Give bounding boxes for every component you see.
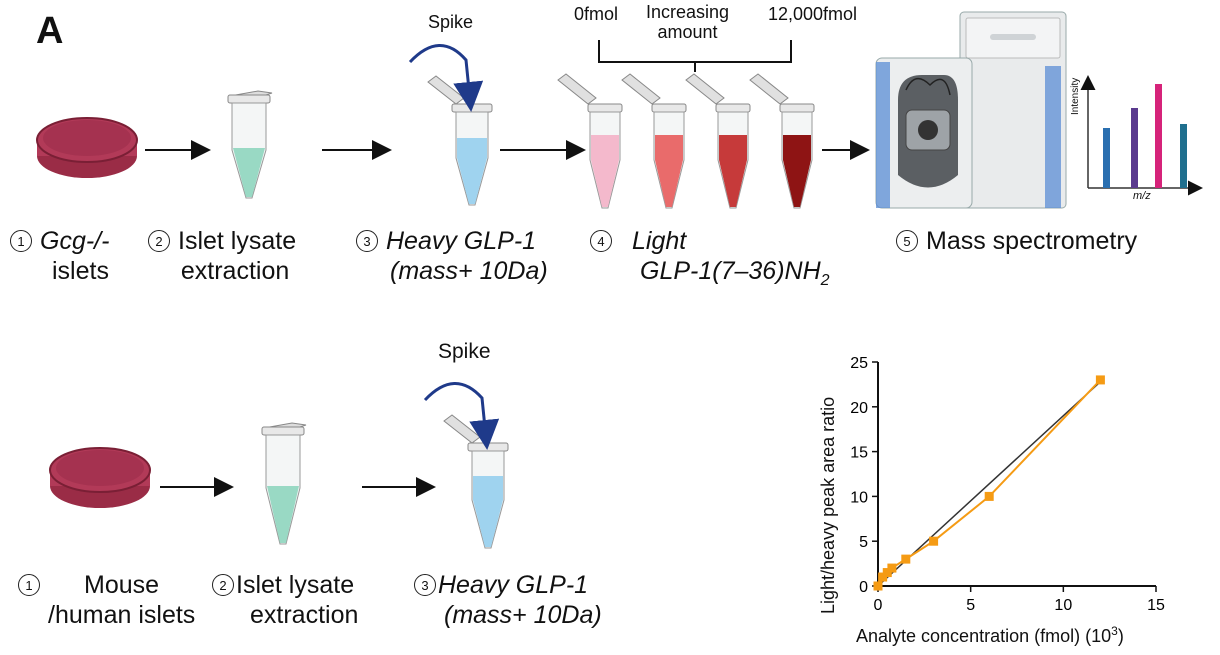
range-mid-label: Increasing amount	[646, 2, 730, 42]
spectrum-bar	[1180, 124, 1187, 188]
step-title: Light	[632, 227, 687, 255]
step-number: 4	[590, 230, 612, 252]
range-high-label: 12,000fmol	[768, 4, 858, 24]
data-point	[1095, 375, 1105, 385]
spike-arrow-bottom	[423, 382, 500, 450]
x-tick-label: 10	[1054, 597, 1072, 614]
fit-line	[877, 381, 1101, 587]
tube-light-1	[557, 73, 623, 209]
step-1-bottom: 1 Mouse /human islets	[18, 570, 195, 630]
spike-arrow-top	[408, 44, 484, 112]
step-title: Gcg-/-	[40, 227, 110, 255]
step-number: 5	[896, 230, 918, 252]
step-subtitle: GLP-1(7–36)NH	[640, 257, 821, 285]
chart-xlabel-sup: 3	[1111, 624, 1118, 638]
step-title: Mouse	[84, 571, 160, 599]
step-subtitle: /human islets	[48, 601, 196, 629]
data-point	[882, 568, 892, 578]
spectrum-xlabel: m/z	[1133, 190, 1151, 202]
y-tick-label: 0	[859, 579, 868, 596]
range-low-label: 0fmol	[574, 4, 619, 24]
spectrum-ylabel: Intensity	[1070, 77, 1081, 115]
step-subscript: 2	[820, 272, 830, 289]
petri-dish-bottom	[49, 447, 151, 508]
step-4-top: 4 Light GLP-1(7–36)NH2	[590, 226, 830, 296]
data-point	[901, 554, 911, 564]
mini-spectrum	[1080, 75, 1203, 196]
x-tick-label: 5	[966, 597, 975, 614]
spectrum-bar	[1103, 128, 1110, 188]
step-subtitle: extraction	[250, 601, 359, 629]
data-point	[887, 563, 897, 573]
y-tick-label: 5	[859, 534, 868, 551]
step-title: Heavy GLP-1	[386, 227, 537, 255]
tube-light-2	[621, 73, 687, 209]
y-tick-label: 10	[850, 489, 868, 506]
chart-xlabel-text: Analyte concentration (fmol) (10	[856, 626, 1112, 646]
data-point	[873, 581, 883, 591]
step-subtitle: (mass+ 10Da)	[390, 257, 548, 285]
step-number: 3	[356, 230, 378, 252]
chart-xlabel: Analyte concentration (fmol) (103)	[856, 624, 1124, 647]
step-number: 3	[414, 574, 436, 596]
step-number: 1	[10, 230, 32, 252]
y-tick-label: 15	[850, 445, 868, 462]
tube-light-3	[685, 73, 751, 209]
spike-label-top: Spike	[428, 12, 474, 32]
step-5-top: 5 Mass spectrometry	[896, 226, 1137, 256]
amount-bracket	[598, 40, 792, 72]
tube-green-top	[227, 90, 273, 199]
chart-ylabel: Light/heavy peak area ratio	[818, 396, 838, 614]
chart-xlabel-end: )	[1117, 626, 1124, 646]
step-subtitle: extraction	[180, 257, 290, 285]
x-tick-label: 15	[1147, 597, 1165, 614]
step-2-top: 2 Islet lysate extraction	[148, 226, 296, 286]
tube-green-bottom	[261, 422, 307, 545]
x-tick-label: 0	[874, 597, 883, 614]
data-point	[878, 572, 888, 582]
spectrum-bar	[1155, 84, 1162, 188]
spike-label-bottom: Spike	[438, 340, 491, 363]
step-title: Mass spectrometry	[926, 227, 1138, 255]
petri-dish-top	[36, 117, 138, 178]
step-number: 2	[212, 574, 234, 596]
step-subtitle: (mass+ 10Da)	[444, 601, 602, 629]
mass-spectrometer	[875, 11, 1067, 209]
step-title: Islet lysate	[178, 227, 297, 255]
tube-light-4	[749, 73, 815, 209]
panel-label: A	[36, 10, 64, 52]
step-title: Heavy GLP-1	[438, 571, 589, 599]
step-title: Islet lysate	[236, 571, 355, 599]
y-tick-label: 20	[850, 400, 868, 417]
step-subtitle: islets	[52, 257, 109, 285]
spectrum-bar	[1131, 108, 1138, 188]
y-tick-label: 25	[850, 355, 868, 372]
step-number: 2	[148, 230, 170, 252]
step-1-top: 1 Gcg-/- islets	[10, 226, 109, 286]
data-point	[984, 491, 994, 501]
step-number: 1	[18, 574, 40, 596]
data-point	[929, 536, 939, 546]
step-3-top: 3 Heavy GLP-1 (mass+ 10Da)	[356, 226, 548, 286]
